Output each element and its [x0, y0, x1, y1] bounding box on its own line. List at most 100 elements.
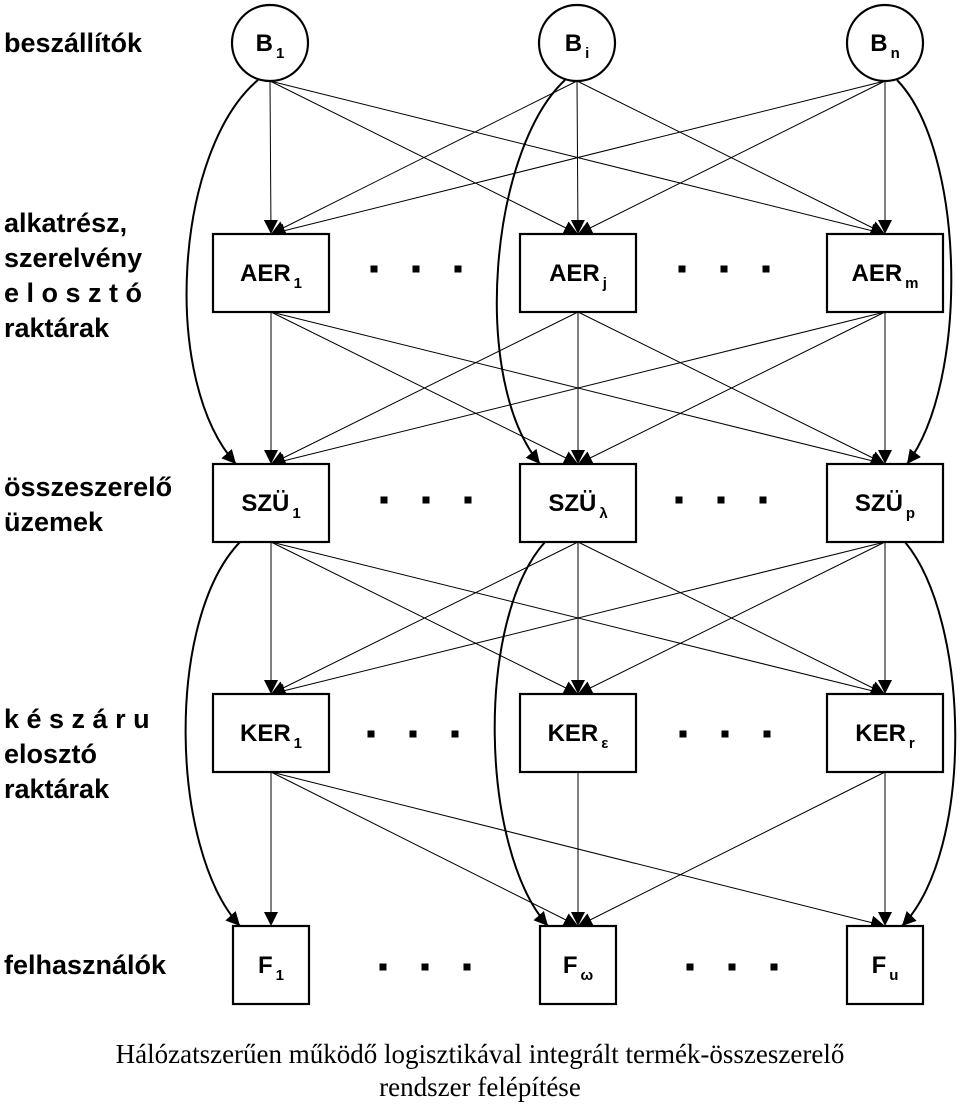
ellipsis-dot [379, 963, 387, 971]
node-label-main: AER [240, 260, 291, 287]
row-label-finished: elosztó [4, 739, 97, 769]
row-label-users: felhasználók [4, 950, 167, 980]
ellipsis-dot [412, 265, 420, 273]
node-label-sub: ε [601, 735, 608, 752]
ellipsis-dot [367, 730, 375, 738]
node-label-main: F [258, 952, 273, 979]
node-box [231, 924, 311, 1006]
node-box [825, 692, 945, 774]
node-box [825, 462, 945, 544]
node-label-sub: λ [599, 505, 608, 522]
edge-supplier-3-to-parts-1 [270, 80, 886, 238]
bypass-bi-to-szul [495, 79, 566, 465]
ellipsis-dot [686, 963, 694, 971]
bypass-curves-layer [184, 79, 957, 927]
ellipsis-dot [678, 265, 686, 273]
ellipsis-dot [721, 730, 729, 738]
node-label-main: F [872, 952, 887, 979]
edge-parts-2-to-assembly-1 [270, 311, 579, 465]
bypass-szup-to-fu [901, 541, 957, 927]
row-label-parts: szerelvény [4, 243, 142, 273]
node-label-main: F [563, 952, 578, 979]
row-label-parts: alkatrész, [4, 208, 127, 238]
node-label-main: SZÜ [855, 490, 903, 517]
node-label-sub: r [909, 735, 915, 752]
caption-line-2: rendszer felépítése [379, 1072, 581, 1102]
ellipsis-dot [675, 496, 683, 504]
edges-layer [263, 80, 892, 930]
node-label-main: KER [548, 720, 599, 747]
ellipsis-dot [463, 963, 471, 971]
node-label-main: AER [851, 260, 902, 287]
ellipsis-dot [770, 963, 778, 971]
edge-parts-3-to-assembly-1 [270, 311, 886, 468]
node-label-sub: 1 [294, 735, 302, 752]
bypass-szul-to-fw [493, 541, 549, 927]
node-label-sub: 1 [292, 505, 300, 522]
node-label-main: B [256, 30, 273, 57]
ellipsis-dot [720, 265, 728, 273]
node-circle [230, 3, 310, 83]
row-label-finished: raktárak [4, 774, 110, 804]
row-label-parts: e l o s z t ó [4, 278, 142, 308]
node-box [845, 924, 925, 1006]
node-label-sub: m [905, 275, 918, 292]
bypass-b1-to-szu1 [185, 79, 259, 465]
node-label-sub: 1 [276, 45, 284, 62]
ellipsis-dot [762, 265, 770, 273]
node-box [518, 692, 638, 774]
edge-supplier-2-to-parts-1 [270, 80, 578, 235]
node-box [825, 232, 945, 314]
ellipsis-dot [451, 730, 459, 738]
node-label-main: SZÜ [548, 490, 596, 517]
ellipsis-dot [717, 496, 725, 504]
node-label-sub: j [602, 275, 607, 292]
caption-line-1: Hálózatszerűen működő logisztikával inte… [115, 1039, 845, 1069]
bypass-szu1-to-f1 [184, 541, 241, 927]
figure-caption: Hálózatszerűen működő logisztikával inte… [0, 1038, 960, 1104]
node-label-main: AER [549, 260, 600, 287]
ellipsis-dots-layer [367, 265, 778, 971]
node-label-sub: 1 [276, 967, 284, 984]
node-circle [845, 3, 925, 83]
row-label-assembly: üzemek [4, 507, 104, 537]
edge-parts-3-to-assembly-2 [577, 311, 886, 465]
node-label-main: B [565, 30, 582, 57]
ellipsis-dot [679, 730, 687, 738]
row-label-supplier: beszállítók [4, 28, 143, 58]
node-box [211, 462, 331, 544]
ellipsis-dot [370, 265, 378, 273]
ellipsis-dot [409, 730, 417, 738]
node-label-main: SZÜ [241, 490, 289, 517]
ellipsis-dot [763, 730, 771, 738]
edge-supplier-3-to-parts-2 [577, 80, 886, 235]
ellipsis-dot [759, 496, 767, 504]
node-circle [537, 3, 617, 83]
ellipsis-dot [421, 963, 429, 971]
node-box [211, 232, 331, 314]
ellipsis-dot [454, 265, 462, 273]
edge-finished-3-to-users-2 [577, 771, 886, 927]
